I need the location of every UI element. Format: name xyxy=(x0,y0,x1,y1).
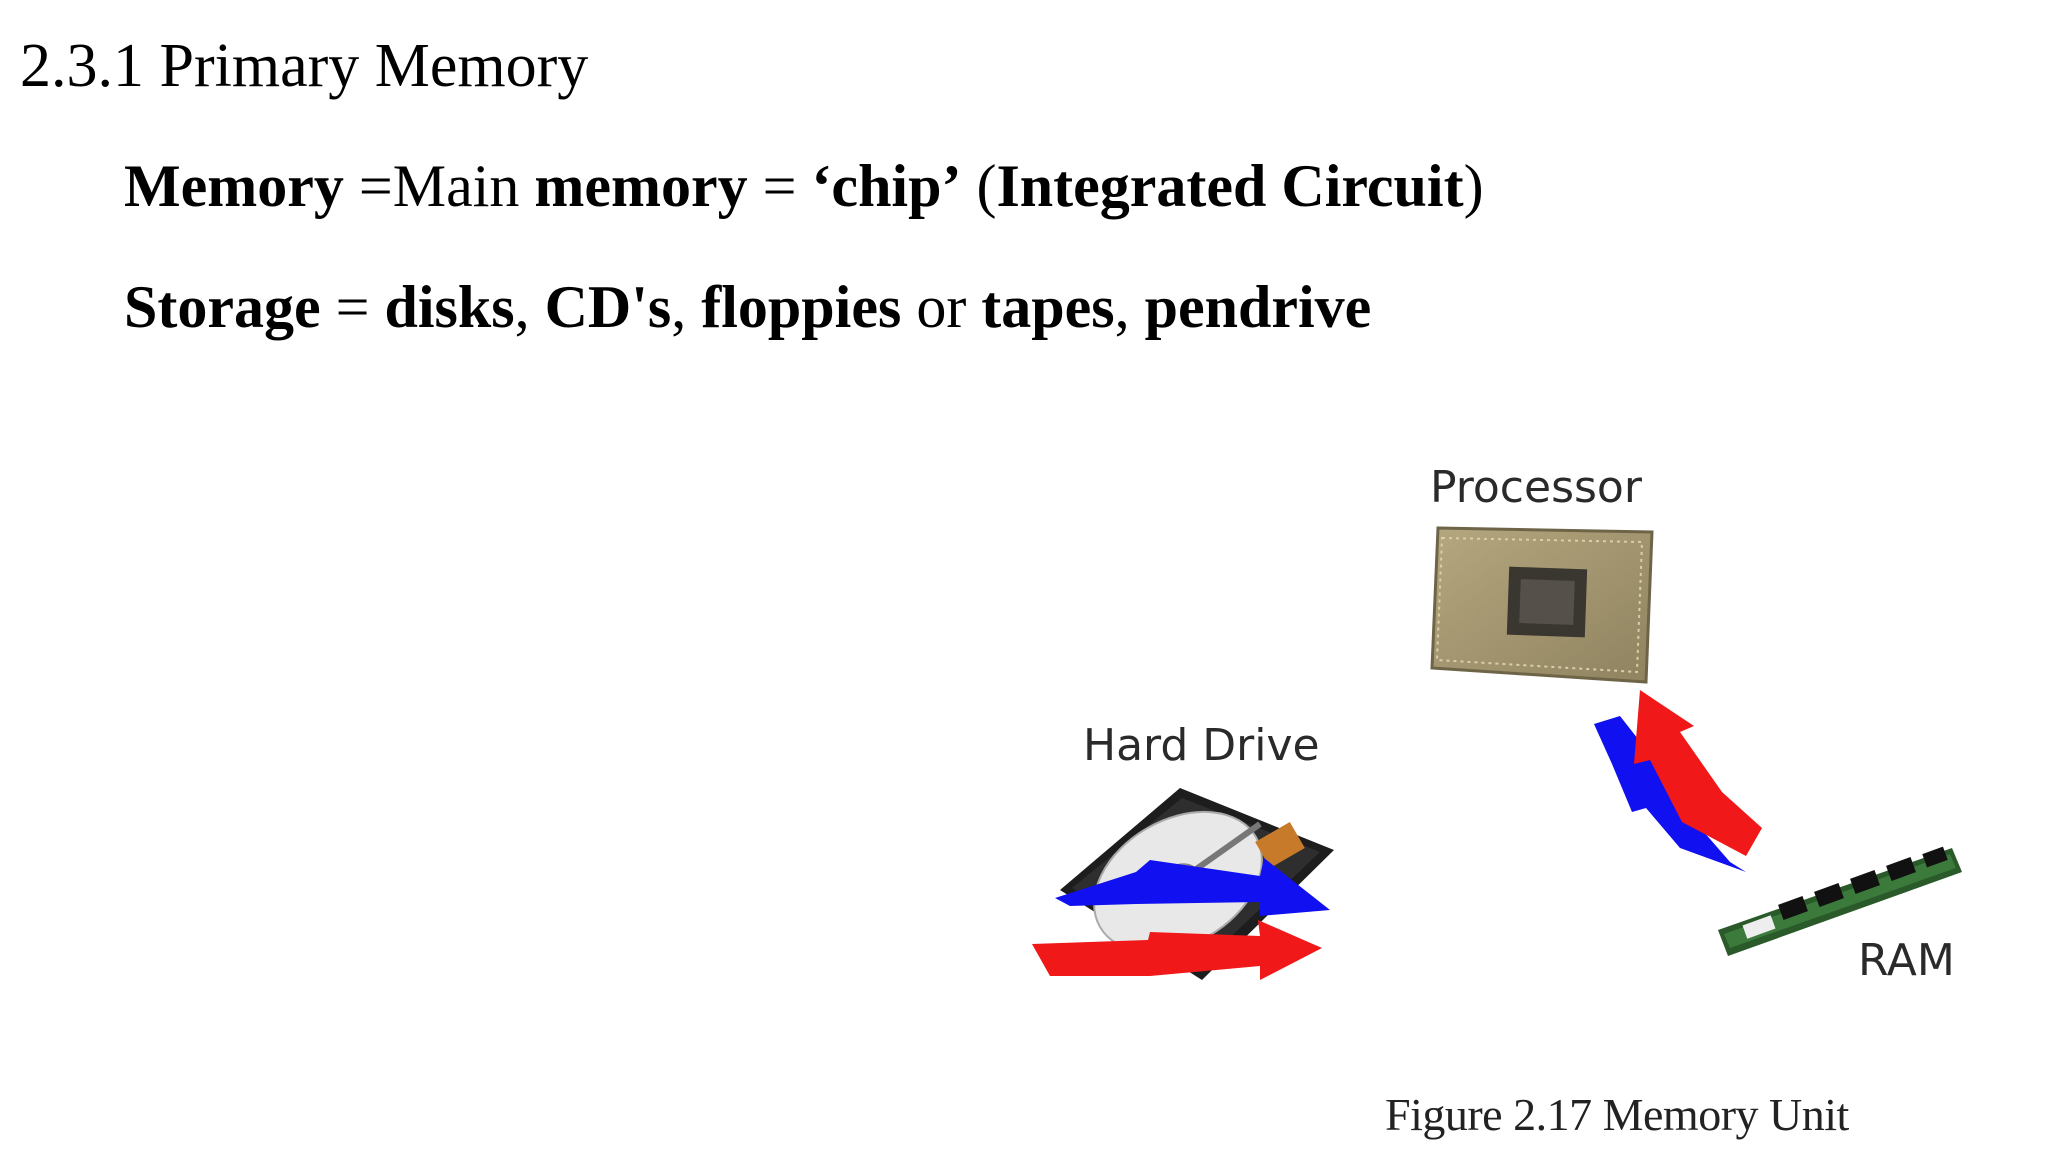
ram-label: RAM xyxy=(1858,935,1955,986)
figure-caption: Figure 2.17 Memory Unit xyxy=(1385,1089,1849,1140)
processor-label: Processor xyxy=(1430,462,1642,513)
red-arrow-ram-to-cpu xyxy=(1634,690,1762,856)
storage-definition: Storage = disks, CD's, floppies or tapes… xyxy=(124,274,1372,340)
memory-unit-figure: Processor Hard Drive RAM Figure 2.17 Mem… xyxy=(960,420,2000,1152)
term-memory: Memory xyxy=(124,153,344,219)
memory-unit-illustration xyxy=(1032,526,1962,980)
section-heading: 2.3.1 Primary Memory xyxy=(20,32,589,100)
term-storage: Storage xyxy=(124,274,321,340)
memory-definition: Memory =Main memory = ‘chip’ (Integrated… xyxy=(124,153,1484,219)
blue-arrow-ram-to-hdd xyxy=(1055,858,1330,916)
ram-icon xyxy=(1718,846,1962,956)
red-arrow-hdd-to-ram xyxy=(1032,920,1322,980)
data-flow-arrows xyxy=(1032,690,1762,980)
processor-icon xyxy=(1430,526,1654,684)
hard-drive-label: Hard Drive xyxy=(1083,720,1320,771)
